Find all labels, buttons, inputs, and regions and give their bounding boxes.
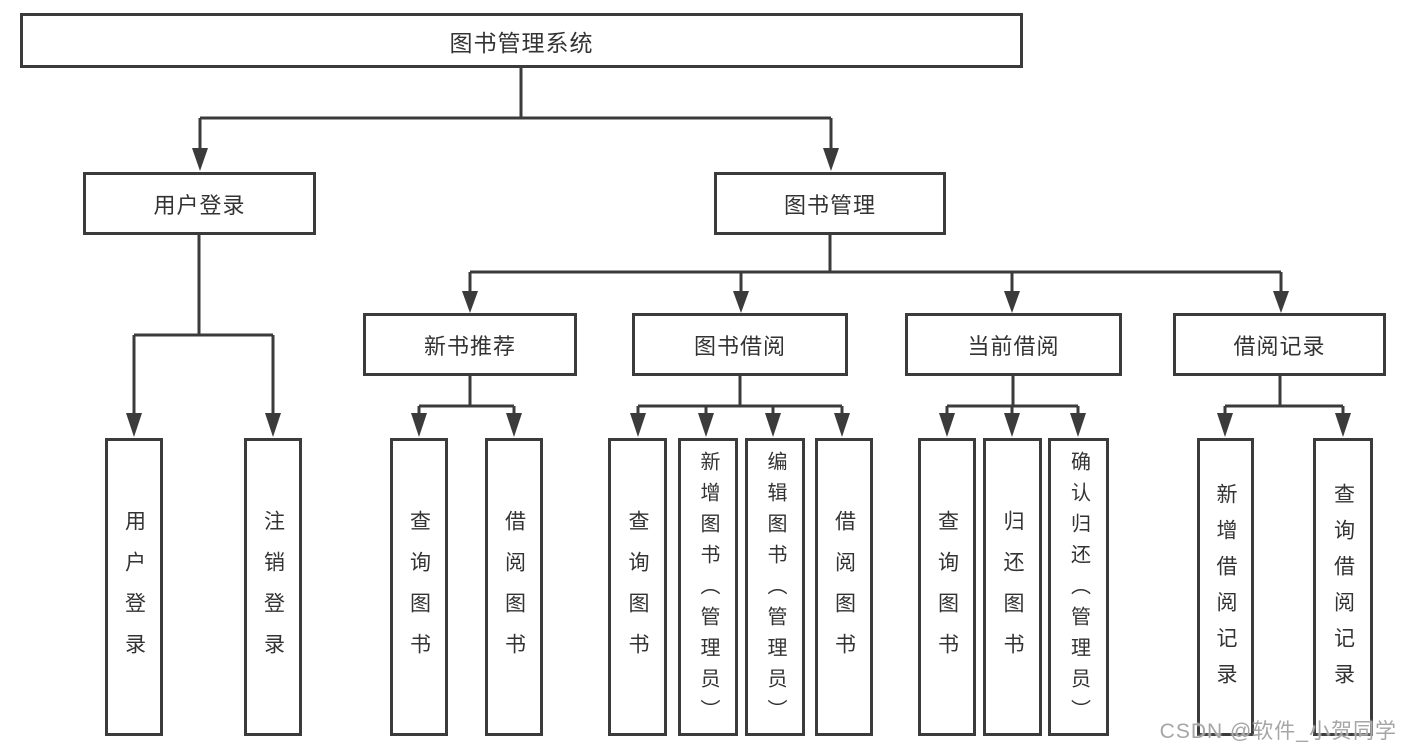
- leaf-query-books-2-label: 查询图书: [626, 510, 649, 674]
- leaf-query-books-3: 查询图书: [918, 438, 976, 736]
- arrowhead: [1217, 413, 1233, 437]
- leaf-query-borrow-record: 查询借阅记录: [1313, 438, 1373, 736]
- leaf-query-books-3-label: 查询图书: [935, 510, 959, 674]
- node-book-borrow-label: 图书借阅: [693, 333, 786, 359]
- node-user-login: 用户登录: [83, 172, 316, 235]
- leaf-add-book-admin: 新增图书（管理员）: [678, 438, 738, 736]
- node-borrow-records-label: 借阅记录: [1233, 333, 1326, 359]
- node-book-management-label: 图书管理: [783, 192, 876, 218]
- leaf-add-book-admin-label: 新增图书（管理员）: [697, 450, 719, 730]
- node-root: 图书管理系统: [20, 13, 1023, 68]
- arrowhead: [1273, 291, 1289, 313]
- node-new-book-recommend-label: 新书推荐: [423, 333, 516, 359]
- arrowhead: [1070, 413, 1086, 437]
- node-root-label: 图书管理系统: [449, 29, 594, 56]
- watermark: CSDN @软件_小贺同学: [1159, 720, 1397, 743]
- arrowhead: [411, 413, 427, 437]
- leaf-confirm-return-admin-label: 确认归还（管理员）: [1067, 450, 1090, 730]
- arrowhead: [126, 413, 142, 437]
- leaf-logout-label: 注销登录: [261, 510, 285, 674]
- arrowhead: [834, 413, 850, 437]
- arrowhead: [192, 148, 208, 171]
- arrowhead: [823, 148, 839, 171]
- node-user-login-label: 用户登录: [153, 192, 246, 218]
- node-current-borrow-label: 当前借阅: [967, 333, 1060, 359]
- leaf-add-borrow-record: 新增借阅记录: [1197, 438, 1254, 736]
- node-new-book-recommend: 新书推荐: [363, 313, 577, 376]
- leaf-edit-book-admin: 编辑图书（管理员）: [745, 438, 805, 736]
- arrowhead: [462, 291, 478, 313]
- leaf-add-borrow-record-label: 新增借阅记录: [1214, 483, 1237, 699]
- node-book-management: 图书管理: [714, 172, 946, 235]
- arrowhead: [1004, 291, 1020, 313]
- leaf-borrow-books-1-label: 借阅图书: [502, 510, 526, 674]
- leaf-user-login: 用户登录: [105, 438, 163, 736]
- arrowhead: [630, 413, 646, 437]
- arrowhead: [1335, 413, 1351, 437]
- arrowhead: [939, 413, 955, 437]
- leaf-return-book: 归还图书: [983, 438, 1042, 736]
- leaf-query-borrow-record-label: 查询借阅记录: [1331, 483, 1355, 699]
- leaf-query-books-1-label: 查询图书: [407, 510, 431, 674]
- node-book-borrow: 图书借阅: [632, 313, 848, 376]
- arrowhead: [265, 413, 281, 437]
- leaf-confirm-return-admin: 确认归还（管理员）: [1048, 438, 1109, 736]
- arrowhead: [506, 413, 522, 437]
- connector-path: [132, 68, 1345, 416]
- leaf-query-books-2: 查询图书: [608, 438, 667, 736]
- leaf-borrow-books-1: 借阅图书: [485, 438, 543, 736]
- arrowhead: [765, 413, 781, 437]
- node-borrow-records: 借阅记录: [1173, 313, 1386, 376]
- arrowhead: [1004, 413, 1020, 437]
- leaf-query-books-1: 查询图书: [390, 438, 448, 736]
- leaf-edit-book-admin-label: 编辑图书（管理员）: [764, 450, 786, 730]
- leaf-logout: 注销登录: [244, 438, 302, 736]
- leaf-user-login-label: 用户登录: [122, 510, 146, 674]
- leaf-return-book-label: 归还图书: [1001, 510, 1024, 674]
- node-current-borrow: 当前借阅: [905, 313, 1122, 376]
- arrowhead: [698, 413, 714, 437]
- arrowhead: [733, 291, 749, 313]
- leaf-borrow-books-2-label: 借阅图书: [832, 510, 856, 674]
- leaf-borrow-books-2: 借阅图书: [815, 438, 873, 736]
